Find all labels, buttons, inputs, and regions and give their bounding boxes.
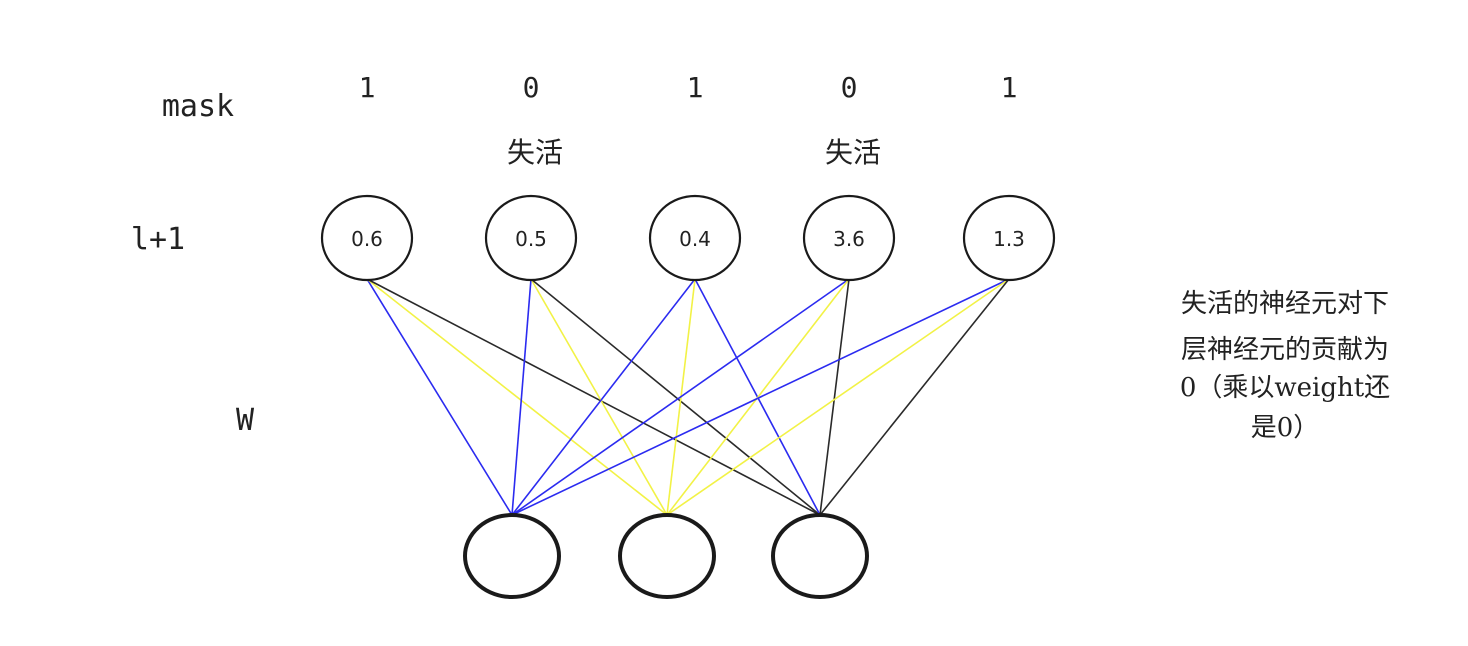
neuron-value: 0.4 bbox=[679, 227, 711, 251]
connection-line-2-0 bbox=[511, 278, 696, 516]
connection-line-3-1 bbox=[666, 278, 850, 516]
lower-neuron bbox=[771, 513, 869, 599]
lower-neuron bbox=[618, 513, 716, 599]
upper-neuron-group: 0.61 bbox=[320, 71, 414, 282]
deactivated-note: 失活 bbox=[507, 136, 563, 169]
neuron-value: 1.3 bbox=[993, 227, 1025, 251]
connection-line-0-2 bbox=[366, 278, 821, 516]
connection-lines bbox=[366, 278, 1010, 516]
connection-line-1-2 bbox=[530, 278, 821, 516]
connection-line-0-0 bbox=[366, 278, 513, 516]
deactivated-note: 失活 bbox=[825, 136, 881, 169]
row-labels: mask l+1 W bbox=[131, 89, 255, 438]
connection-line-4-1 bbox=[666, 278, 1010, 516]
lower-layer bbox=[463, 513, 869, 599]
mask-value: 0 bbox=[523, 71, 540, 104]
connection-line-3-2 bbox=[819, 278, 850, 516]
annotation-line: 层神经元的贡献为 bbox=[1181, 335, 1389, 365]
annotation: 失活的神经元对下 层神经元的贡献为 0（乘以weight还 是0） bbox=[1180, 289, 1390, 443]
annotation-line: 失活的神经元对下 bbox=[1181, 289, 1389, 319]
mask-value: 1 bbox=[1001, 71, 1018, 104]
layer-row-label: l+1 bbox=[131, 222, 185, 257]
annotation-line: 0（乘以weight还 bbox=[1180, 373, 1390, 403]
neuron-value: 0.6 bbox=[351, 227, 383, 251]
mask-value: 1 bbox=[687, 71, 704, 104]
connection-line-4-2 bbox=[819, 278, 1010, 516]
mask-value: 1 bbox=[359, 71, 376, 104]
upper-neuron bbox=[802, 194, 896, 282]
connection-line-4-0 bbox=[511, 278, 1010, 516]
upper-neuron-group: 0.5 0 失活 bbox=[484, 71, 578, 282]
mask-row-label: mask bbox=[162, 89, 234, 124]
neuron-value: 0.5 bbox=[515, 227, 547, 251]
connection-line-3-0 bbox=[511, 278, 850, 516]
connection-line-0-1 bbox=[366, 278, 668, 516]
connection-line-1-0 bbox=[511, 278, 532, 516]
upper-neuron bbox=[648, 194, 742, 282]
upper-neuron bbox=[962, 194, 1056, 282]
weights-row-label: W bbox=[236, 403, 255, 438]
annotation-line: 是0） bbox=[1251, 413, 1320, 443]
upper-neuron bbox=[484, 194, 578, 282]
mask-value: 0 bbox=[841, 71, 858, 104]
upper-neuron-group: 3.6 0 失活 bbox=[802, 71, 896, 282]
neuron-value: 3.6 bbox=[833, 227, 865, 251]
lower-neuron bbox=[463, 513, 561, 599]
upper-neuron-group: 0.41 bbox=[648, 71, 742, 282]
connection-line-1-1 bbox=[530, 278, 668, 516]
upper-neuron bbox=[320, 194, 414, 282]
upper-neuron-group: 1.31 bbox=[962, 71, 1056, 282]
